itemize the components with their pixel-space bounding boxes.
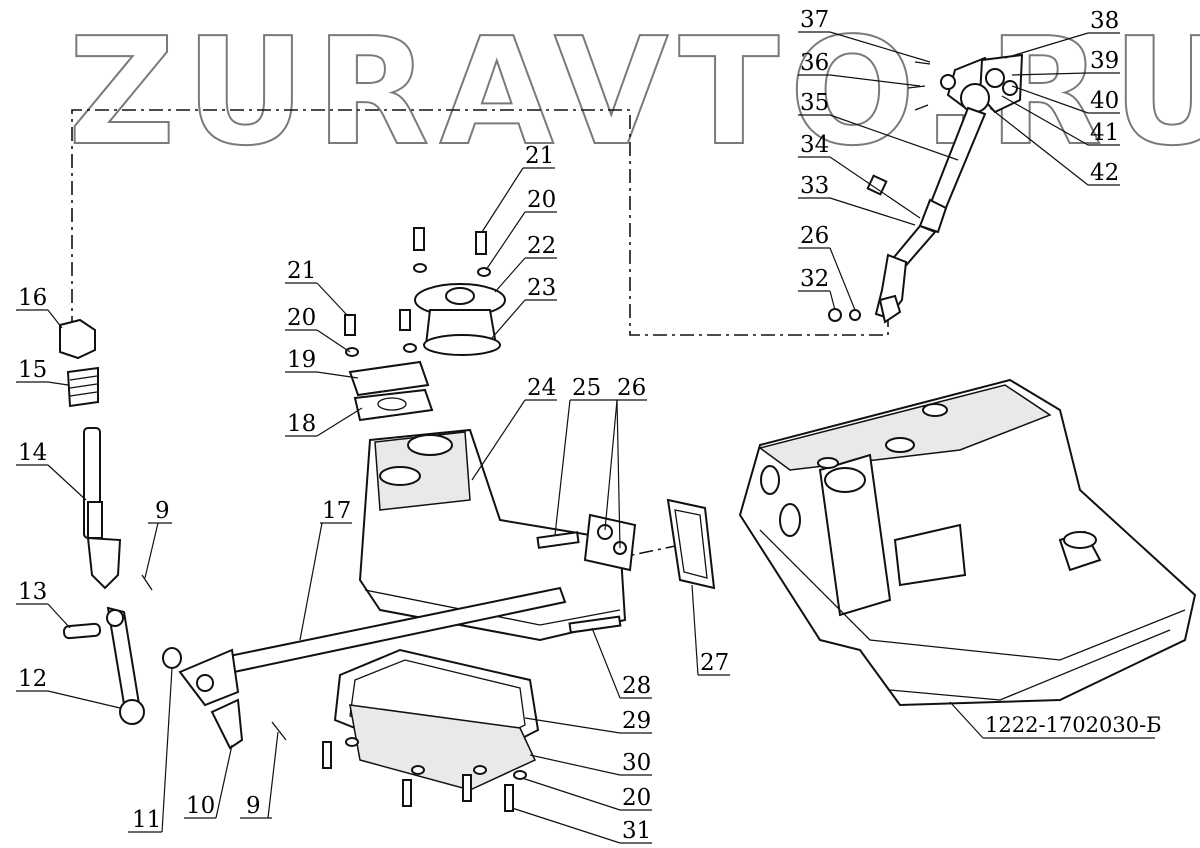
callout-31: 31 (622, 818, 651, 844)
callout-20-top: 20 (527, 187, 556, 213)
assembly-part-number: 1222-1702030-Б (985, 713, 1162, 737)
callout-21-left: 21 (287, 258, 316, 284)
callout-10: 10 (186, 793, 215, 819)
callout-37: 37 (800, 7, 829, 33)
callout-13: 13 (18, 579, 47, 605)
callout-19: 19 (287, 347, 316, 373)
callout-39: 39 (1090, 48, 1119, 74)
callout-12: 12 (18, 666, 47, 692)
callout-35: 35 (800, 90, 829, 116)
shift-shaft-17 (162, 586, 567, 750)
callout-23: 23 (527, 275, 556, 301)
callout-20-left: 20 (287, 305, 316, 331)
callout-9-lower: 9 (246, 793, 261, 819)
callout-24: 24 (527, 375, 556, 401)
callout-33: 33 (800, 173, 829, 199)
main-casing (738, 378, 1197, 707)
callout-11: 11 (132, 807, 161, 833)
callout-30: 30 (622, 750, 651, 776)
callout-labels: 37 36 35 34 33 26 32 38 39 40 41 42 (16, 7, 1162, 844)
callout-18: 18 (287, 411, 316, 437)
shift-lever-assembly (828, 53, 1024, 324)
callout-29: 29 (622, 708, 651, 734)
bottom-pan (322, 648, 540, 812)
callout-16: 16 (18, 285, 47, 311)
callout-22: 22 (527, 233, 556, 259)
callout-20-bottom: 20 (622, 785, 651, 811)
callout-36: 36 (800, 50, 829, 76)
gasket-27 (666, 498, 716, 590)
callout-40: 40 (1090, 88, 1119, 114)
callout-34: 34 (800, 132, 829, 158)
callout-28: 28 (622, 673, 651, 699)
callout-26-top: 26 (800, 223, 829, 249)
callout-9-upper: 9 (155, 498, 170, 524)
callout-32: 32 (800, 266, 829, 292)
callout-17: 17 (322, 498, 351, 524)
callout-14: 14 (18, 440, 47, 466)
callout-42: 42 (1090, 160, 1119, 186)
top-cover-assembly (344, 227, 506, 422)
callout-41: 41 (1090, 120, 1119, 146)
callout-25: 25 (572, 375, 601, 401)
assembly-centerline (71, 109, 889, 336)
callout-27: 27 (700, 650, 729, 676)
callout-38: 38 (1090, 8, 1119, 34)
callout-26-mid: 26 (617, 375, 646, 401)
callout-21-top: 21 (525, 143, 554, 169)
callout-15: 15 (18, 357, 47, 383)
lever-parts-left (59, 318, 153, 725)
